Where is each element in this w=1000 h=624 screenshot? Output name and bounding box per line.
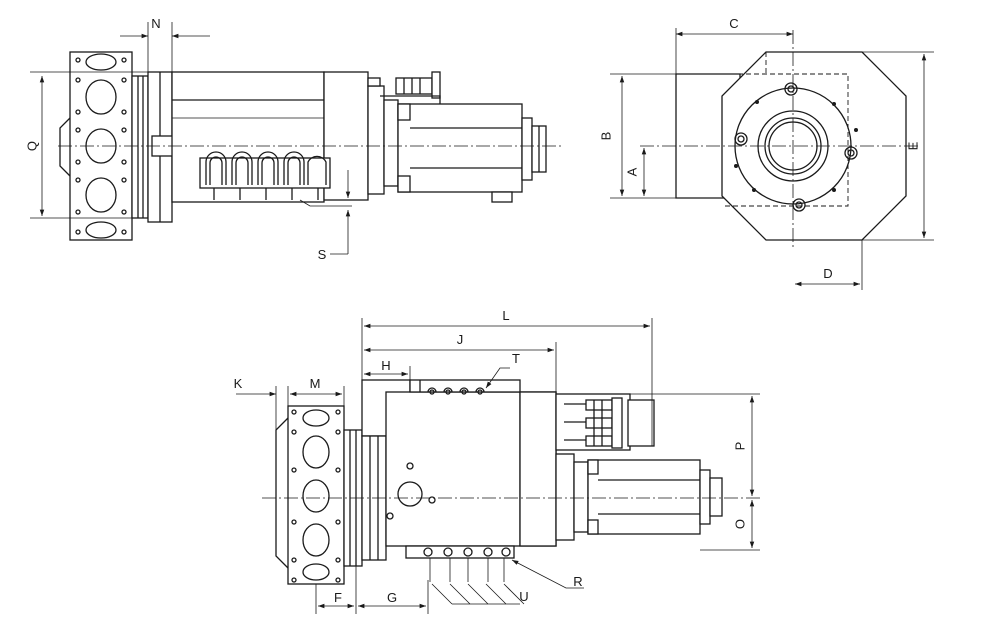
- dim-Q: [30, 71, 148, 219]
- label-P: P: [733, 442, 748, 451]
- dim-F-G: [315, 566, 429, 614]
- fitting-top: [367, 71, 441, 104]
- label-T: T: [512, 351, 520, 366]
- dim-R: [511, 559, 584, 589]
- dim-J: [364, 342, 557, 392]
- dim-C: [675, 28, 793, 74]
- label-Q: Q: [25, 141, 40, 151]
- label-K: K: [234, 376, 243, 391]
- bottom-ports: [405, 545, 515, 582]
- label-A: A: [625, 167, 640, 176]
- label-C: C: [729, 16, 738, 31]
- top-fittings-bottom-view: [419, 380, 485, 395]
- dim-D: [795, 240, 863, 290]
- end-view: [610, 28, 934, 290]
- label-E: E: [906, 141, 921, 150]
- dim-U: [431, 583, 525, 605]
- label-U: U: [519, 589, 528, 604]
- dim-B: [610, 73, 676, 199]
- bolt-holes: [734, 82, 858, 212]
- side-view-bottom: [236, 318, 760, 614]
- label-N: N: [151, 16, 160, 31]
- dim-P-O: [630, 393, 760, 551]
- label-B: B: [599, 132, 614, 141]
- dim-S: [330, 170, 351, 255]
- plate-holes-top: [75, 53, 127, 239]
- dim-E: [862, 51, 934, 241]
- label-L: L: [502, 308, 509, 323]
- label-H: H: [381, 358, 390, 373]
- coolant-loops-top: [199, 151, 352, 207]
- dim-T: [485, 367, 510, 389]
- dim-N: [120, 22, 210, 72]
- label-D: D: [823, 266, 832, 281]
- label-S: S: [318, 247, 327, 262]
- dim-L: [361, 318, 653, 446]
- label-F: F: [334, 590, 342, 605]
- side-view-top: [30, 22, 562, 255]
- label-R: R: [573, 574, 582, 589]
- label-G: G: [387, 590, 397, 605]
- valve-fittings-bottom-view: [555, 393, 655, 451]
- label-M: M: [310, 376, 321, 391]
- plate-holes-bottom: [291, 409, 341, 583]
- label-J: J: [457, 332, 464, 347]
- dim-K-M: [236, 386, 345, 430]
- dim-H: [364, 366, 411, 380]
- label-O: O: [733, 519, 748, 529]
